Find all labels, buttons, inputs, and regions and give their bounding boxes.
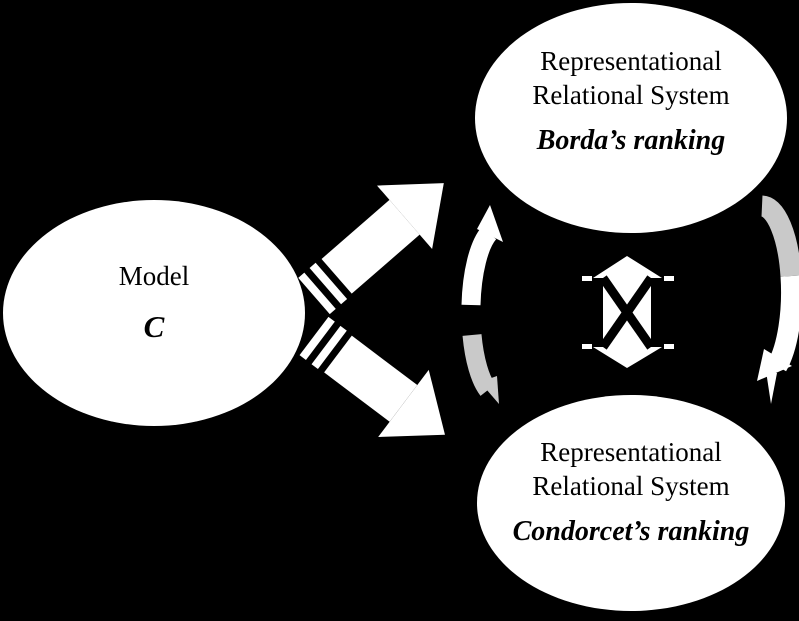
arrow-break-stripe — [298, 272, 336, 315]
head-base-tick — [664, 344, 674, 349]
condorcet-ellipse — [477, 395, 785, 611]
head-base-tick — [582, 276, 592, 281]
model-ellipse — [3, 200, 305, 426]
borda-ellipse — [475, 3, 787, 233]
bidirectional-arrow — [582, 256, 674, 368]
cycle-arrow-right-tail-flick — [766, 371, 777, 404]
condorcet-label: Representational Relational System Condo… — [477, 435, 785, 549]
cycle-arrow-right — [757, 195, 799, 404]
cycle-arrow-left-gray-tip — [480, 376, 499, 404]
arrow-break-stripe — [299, 316, 335, 360]
condorcet-ranking: Condorcet’s ranking — [512, 516, 750, 547]
condorcet-line1: Representational — [540, 437, 722, 467]
borda-line2: Relational System — [532, 80, 730, 110]
arrow-shaft — [324, 335, 418, 422]
cycle-arrow-right-head — [757, 349, 792, 381]
model-to-borda-arrow — [298, 183, 444, 315]
x-cross-overlay — [599, 275, 655, 350]
cycle-arrow-left — [461, 205, 503, 404]
arrow-head — [377, 183, 444, 249]
cycle-arrow-right-gray-arc — [760, 195, 799, 277]
arrow-shaft — [321, 199, 420, 294]
head-base-tick — [664, 276, 674, 281]
cycle-arrow-left-head — [477, 205, 503, 242]
borda-line1: Representational — [540, 46, 722, 76]
arrow-head — [378, 369, 445, 437]
borda-ranking: Borda’s ranking — [536, 125, 726, 156]
cycle-arrow-right-white-arc — [767, 275, 799, 372]
arrow-break-stripe — [309, 262, 348, 305]
model-symbol: C — [143, 309, 165, 344]
cycle-arrow-left-white-arc — [461, 226, 497, 306]
model-to-condorcet-arrow — [299, 316, 445, 437]
borda-label: Representational Relational System Borda… — [475, 44, 787, 158]
condorcet-line2: Relational System — [532, 471, 730, 501]
arrow-break-stripe — [311, 325, 347, 370]
head-base-tick — [582, 344, 592, 349]
model-name: Model — [118, 261, 190, 291]
model-label: Model C — [4, 259, 304, 346]
